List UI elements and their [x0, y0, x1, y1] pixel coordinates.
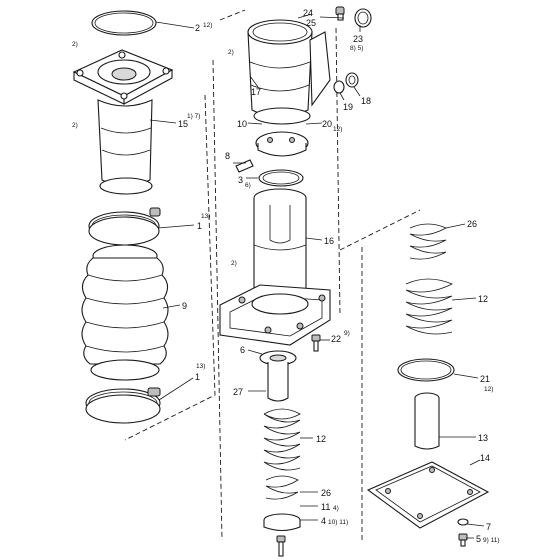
- callout-5: 5: [476, 534, 481, 544]
- callout-14: 14: [480, 453, 490, 463]
- note-11: 4): [333, 505, 339, 512]
- ram-cylinder: [219, 188, 331, 346]
- callout-1-lower: 1: [195, 372, 200, 382]
- spring-stack-right: [405, 223, 453, 335]
- callout-12-center: 12: [316, 434, 326, 444]
- callout-18: 18: [361, 96, 371, 106]
- callout-7: 7: [486, 522, 491, 532]
- piston-rod: [259, 350, 297, 402]
- screw-washer: [457, 518, 469, 547]
- bellows: [81, 244, 169, 381]
- ref-note-b: 2): [72, 122, 78, 129]
- note-2: 12): [203, 22, 212, 29]
- callout-27: 27: [233, 387, 243, 397]
- callout-1-upper: 1: [197, 221, 202, 231]
- note-4: 10) 11): [328, 519, 348, 526]
- note-22: 9): [344, 330, 350, 337]
- callout-6: 6: [240, 345, 245, 355]
- pin: [235, 159, 254, 173]
- filler-cylinder: [414, 392, 440, 450]
- note-21: 12): [484, 386, 493, 393]
- note-1-upper: 13): [201, 213, 210, 220]
- note-5: 9) 11): [483, 537, 500, 544]
- group-outline-right: [339, 209, 421, 540]
- callout-19: 19: [343, 102, 353, 112]
- o-ring-top: [91, 10, 157, 36]
- upper-housing: [247, 19, 331, 125]
- ref-note-c: 2): [228, 49, 234, 56]
- note-3: 6): [245, 182, 251, 189]
- group-outline-center: [212, 9, 341, 541]
- note-1-lower: 13): [196, 363, 205, 370]
- guide-cylinder: [72, 49, 174, 195]
- snap-ring: [258, 169, 304, 187]
- o-ring-right: [397, 358, 455, 382]
- callout-3: 3: [238, 175, 243, 185]
- callout-15: 15: [178, 119, 188, 129]
- callout-21: 21: [480, 374, 490, 384]
- callout-11: 11: [321, 502, 330, 512]
- note-20: 12): [333, 126, 342, 133]
- cap-screw-22: [311, 334, 321, 352]
- callout-26-center: 26: [321, 488, 331, 498]
- ref-note-d: 2): [231, 260, 237, 267]
- callout-10: 10: [237, 119, 247, 129]
- callout-8: 8: [225, 151, 230, 161]
- ref-note-a: 2): [72, 41, 78, 48]
- callout-16: 16: [324, 236, 334, 246]
- callout-22: 22: [331, 334, 341, 344]
- nipple-seal: [333, 72, 359, 94]
- group-outline-left: [124, 94, 216, 441]
- note-15: 1) 7): [187, 113, 200, 120]
- hose-clamp-lower: [85, 387, 161, 424]
- gasket-plate: [255, 131, 309, 157]
- callout-17: 17: [251, 87, 261, 97]
- callout-9: 9: [182, 301, 187, 311]
- spring-stack-center: [263, 408, 301, 557]
- callout-2: 2: [195, 23, 200, 33]
- callout-13: 13: [478, 433, 488, 443]
- callout-25: 25: [306, 18, 316, 28]
- callout-4: 4: [321, 516, 326, 526]
- callout-12-right: 12: [478, 294, 488, 304]
- leader-lines: [149, 13, 485, 539]
- callout-26-right: 26: [467, 219, 477, 229]
- plug-set: [335, 6, 372, 28]
- callout-24: 24: [303, 8, 313, 18]
- callout-20: 20: [322, 119, 332, 129]
- hose-clamp-upper: [88, 207, 161, 246]
- note-23: 8) 5): [350, 45, 363, 52]
- base-plate: [366, 461, 490, 529]
- callout-23: 23: [353, 34, 363, 44]
